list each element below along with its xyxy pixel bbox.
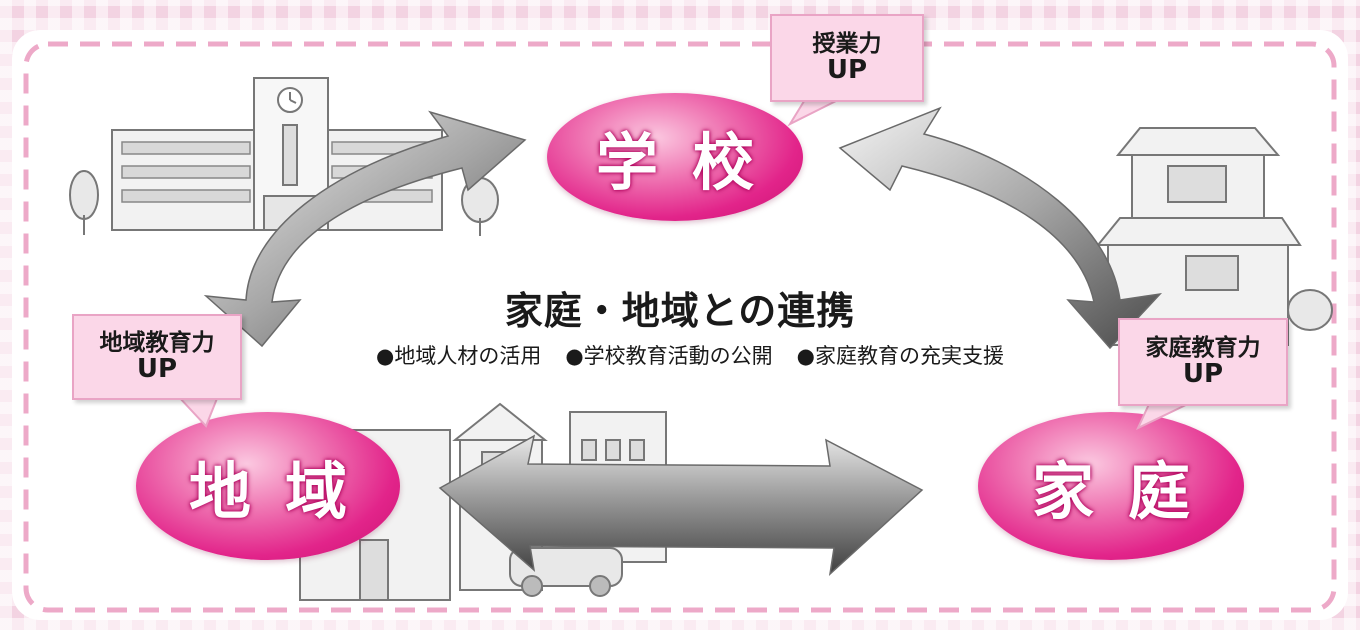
- school-building-illustration: [69, 77, 499, 236]
- community-callout-line1: 地域教育力: [99, 329, 215, 356]
- school-node-label: 学校: [595, 126, 788, 199]
- home-callout-line1: 家庭教育力: [1145, 334, 1261, 361]
- home-callout: 家庭教育力 UP: [1118, 318, 1288, 406]
- school-callout-line2: UP: [826, 55, 868, 86]
- school-node: 学校: [547, 93, 803, 221]
- bullet-item: ●学校教育活動の公開: [565, 344, 773, 368]
- community-callout-pointer: [175, 395, 220, 428]
- bullet-list: ●地域人材の活用 ●学校教育活動の公開 ●家庭教育の充実支援: [290, 340, 1090, 370]
- community-node-label: 地域: [188, 455, 381, 528]
- community-callout-line2: UP: [136, 354, 178, 385]
- school-callout-line1: 授業力: [812, 30, 882, 57]
- bullet-item: ●地域人材の活用: [376, 344, 542, 368]
- home-node-label: 家庭: [1031, 455, 1224, 528]
- arrow-school-home: [838, 106, 1163, 350]
- arrow-community-home: [438, 434, 924, 576]
- community-node: 地域: [136, 412, 400, 560]
- home-node: 家庭: [978, 412, 1244, 560]
- bullet-item: ●家庭教育の充実支援: [796, 344, 1004, 368]
- home-callout-line2: UP: [1182, 359, 1224, 390]
- school-callout: 授業力 UP: [770, 14, 924, 102]
- diagram-title: 家庭・地域との連携: [504, 289, 856, 333]
- community-callout: 地域教育力 UP: [72, 314, 242, 400]
